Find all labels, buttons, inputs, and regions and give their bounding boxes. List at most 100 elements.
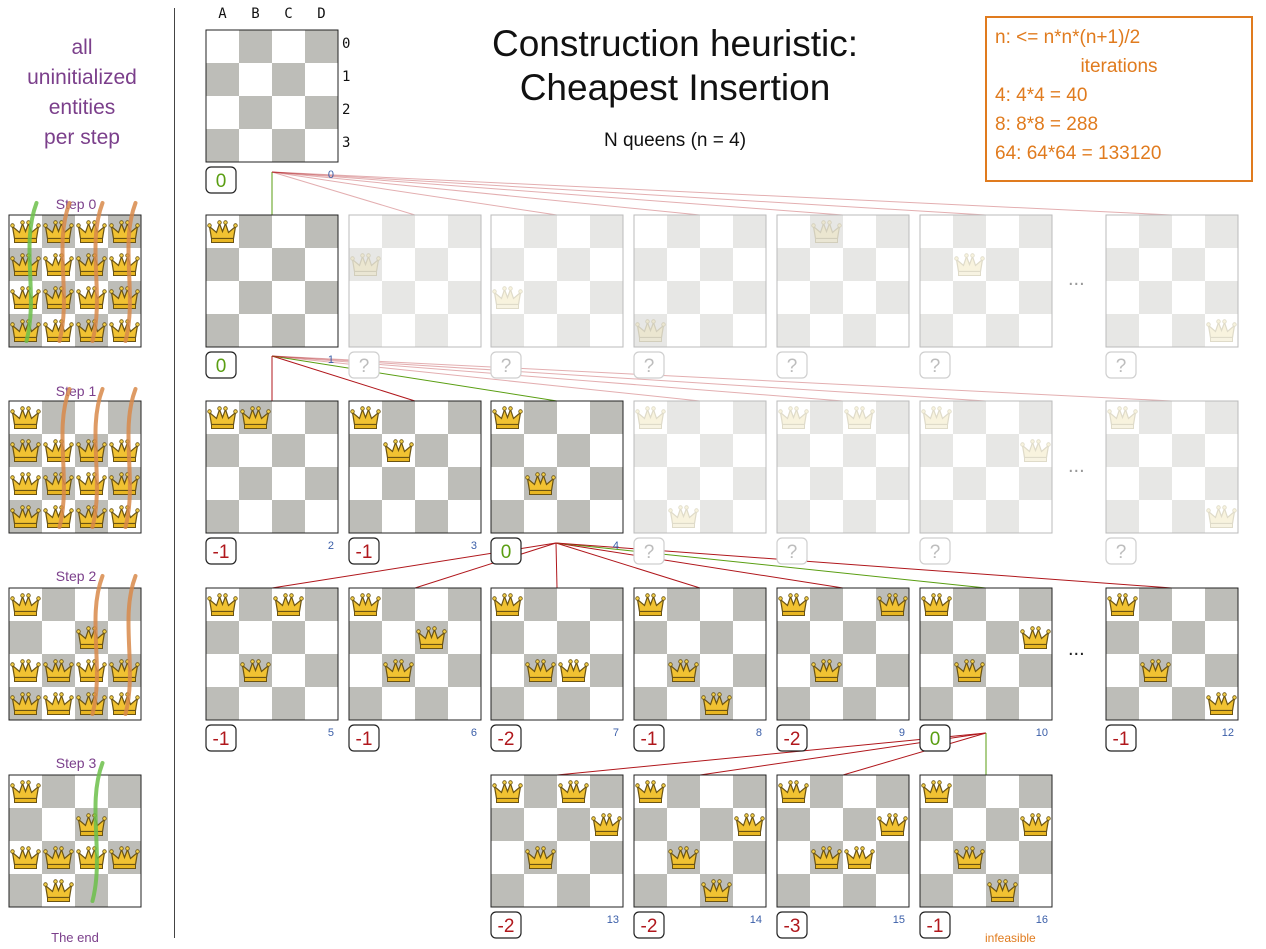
board-square [1172, 621, 1205, 654]
score-badge: -1 [1106, 725, 1136, 751]
board-square [986, 401, 1019, 434]
score-value: ? [930, 356, 941, 377]
board-square [777, 215, 810, 248]
score-badge: ? [634, 538, 664, 564]
board-square [305, 654, 338, 687]
board-square [415, 215, 448, 248]
board-square [305, 588, 338, 621]
score-value: 0 [216, 356, 227, 377]
board-square [876, 434, 909, 467]
board-square [206, 63, 239, 96]
board-square [448, 434, 481, 467]
board-square [382, 621, 415, 654]
board-square [700, 841, 733, 874]
score-badge: -2 [491, 725, 521, 751]
board-square [876, 654, 909, 687]
board-square [733, 841, 766, 874]
board-square [349, 654, 382, 687]
board-square [491, 434, 524, 467]
chess-board [491, 215, 623, 347]
board-square [415, 467, 448, 500]
board-square [1172, 467, 1205, 500]
board-square [1139, 281, 1172, 314]
score-badge: -1 [206, 725, 236, 751]
board-square [700, 314, 733, 347]
board-square [491, 841, 524, 874]
score-badge: ? [349, 352, 379, 378]
board-square [733, 314, 766, 347]
board-square [1106, 281, 1139, 314]
board-square [777, 500, 810, 533]
board-square [777, 654, 810, 687]
board-square [491, 215, 524, 248]
board-square [876, 281, 909, 314]
board-square [1172, 434, 1205, 467]
board-square [1106, 434, 1139, 467]
board-square [305, 30, 338, 63]
board-square [843, 215, 876, 248]
score-value: -2 [641, 916, 658, 937]
board-square [524, 281, 557, 314]
board-square [1019, 687, 1052, 720]
board-square [1172, 500, 1205, 533]
board-square [986, 588, 1019, 621]
board-square [810, 588, 843, 621]
board-square [524, 621, 557, 654]
board-square [305, 434, 338, 467]
board-square [272, 281, 305, 314]
score-value: ? [787, 542, 798, 563]
board-square [733, 215, 766, 248]
score-badge: -1 [349, 538, 379, 564]
score-badge: -1 [634, 725, 664, 751]
board-square [843, 874, 876, 907]
board-square [876, 401, 909, 434]
node-number: 1 [328, 354, 334, 366]
board-square [382, 687, 415, 720]
board-square [524, 588, 557, 621]
board-square [843, 621, 876, 654]
board-square [876, 775, 909, 808]
board-square [667, 874, 700, 907]
score-value: -1 [356, 729, 373, 750]
board-square [1106, 314, 1139, 347]
board-square [557, 841, 590, 874]
node-number: 12 [1222, 727, 1234, 739]
board-square [382, 314, 415, 347]
board-square [108, 621, 141, 654]
board-square [733, 248, 766, 281]
board-square [733, 588, 766, 621]
board-square [42, 621, 75, 654]
board-square [634, 621, 667, 654]
node-number: 2 [328, 540, 334, 552]
board-square [953, 467, 986, 500]
board-square [810, 401, 843, 434]
board-square [524, 401, 557, 434]
board-square [557, 588, 590, 621]
board-square [1139, 434, 1172, 467]
board-square [206, 621, 239, 654]
board-square [524, 434, 557, 467]
board-square [448, 588, 481, 621]
board-square [239, 281, 272, 314]
board-square [448, 621, 481, 654]
board-square [349, 314, 382, 347]
board-square [349, 500, 382, 533]
board-square [557, 808, 590, 841]
node-number: 14 [750, 914, 762, 926]
board-square [1019, 500, 1052, 533]
board-square [1019, 467, 1052, 500]
board-square [777, 874, 810, 907]
board-square [700, 588, 733, 621]
board-square [667, 248, 700, 281]
board-square [524, 215, 557, 248]
board-square [415, 687, 448, 720]
board-square [777, 434, 810, 467]
score-value: ? [1116, 542, 1127, 563]
board-square [42, 808, 75, 841]
board-square [305, 129, 338, 162]
board-square [239, 500, 272, 533]
board-square [590, 434, 623, 467]
board-square [920, 434, 953, 467]
side-chess-board [9, 588, 141, 720]
board-square [1205, 467, 1238, 500]
